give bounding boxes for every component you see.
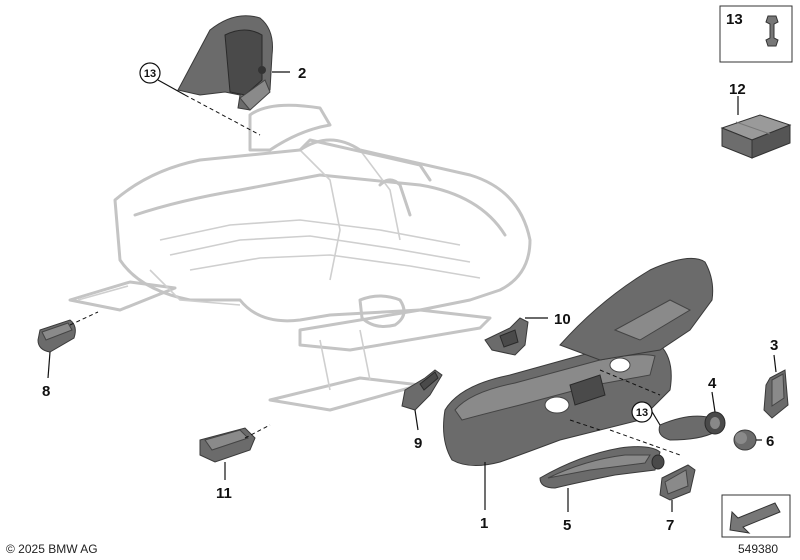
direction-arrow-box: [721, 494, 791, 538]
label-6: 6: [766, 433, 774, 450]
part-7-small-trim: [659, 464, 696, 501]
label-12: 12: [729, 81, 746, 98]
label-2: 2: [298, 65, 306, 82]
label-9: 9: [414, 435, 422, 452]
callout-13-top: 13: [139, 62, 161, 84]
copyright-text: © 2025 BMW AG: [6, 542, 98, 556]
part-5-lever: [539, 446, 665, 489]
part-8-end-cap: [37, 319, 76, 353]
label-1: 1: [480, 515, 488, 532]
diagram-number: 549380: [738, 542, 779, 556]
part-10-bracket: [484, 317, 529, 356]
label-10: 10: [554, 311, 571, 328]
label-7: 7: [666, 517, 674, 534]
part-9-bracket: [401, 369, 443, 411]
part-11-rail-clip: [199, 427, 256, 463]
part-1-side-trim: [443, 257, 714, 466]
label-5: 5: [563, 517, 571, 534]
label-8: 8: [42, 383, 50, 400]
seat-frame-ghost: [68, 103, 532, 412]
callout-13-top-text: 13: [144, 68, 156, 80]
callout-13-mid: 13: [631, 401, 653, 423]
part-3-small-cap: [763, 369, 789, 419]
label-13-box: 13: [726, 11, 743, 28]
part-2-upper-cover: [177, 15, 273, 111]
part-12-block: [720, 114, 792, 159]
callout-13-mid-text: 13: [636, 407, 648, 419]
part-13-box: [719, 5, 793, 63]
part-6-round-cap: [733, 429, 757, 451]
part-4-knob: [658, 411, 726, 441]
label-3: 3: [770, 337, 778, 354]
label-4: 4: [708, 375, 717, 392]
label-11: 11: [216, 485, 232, 502]
